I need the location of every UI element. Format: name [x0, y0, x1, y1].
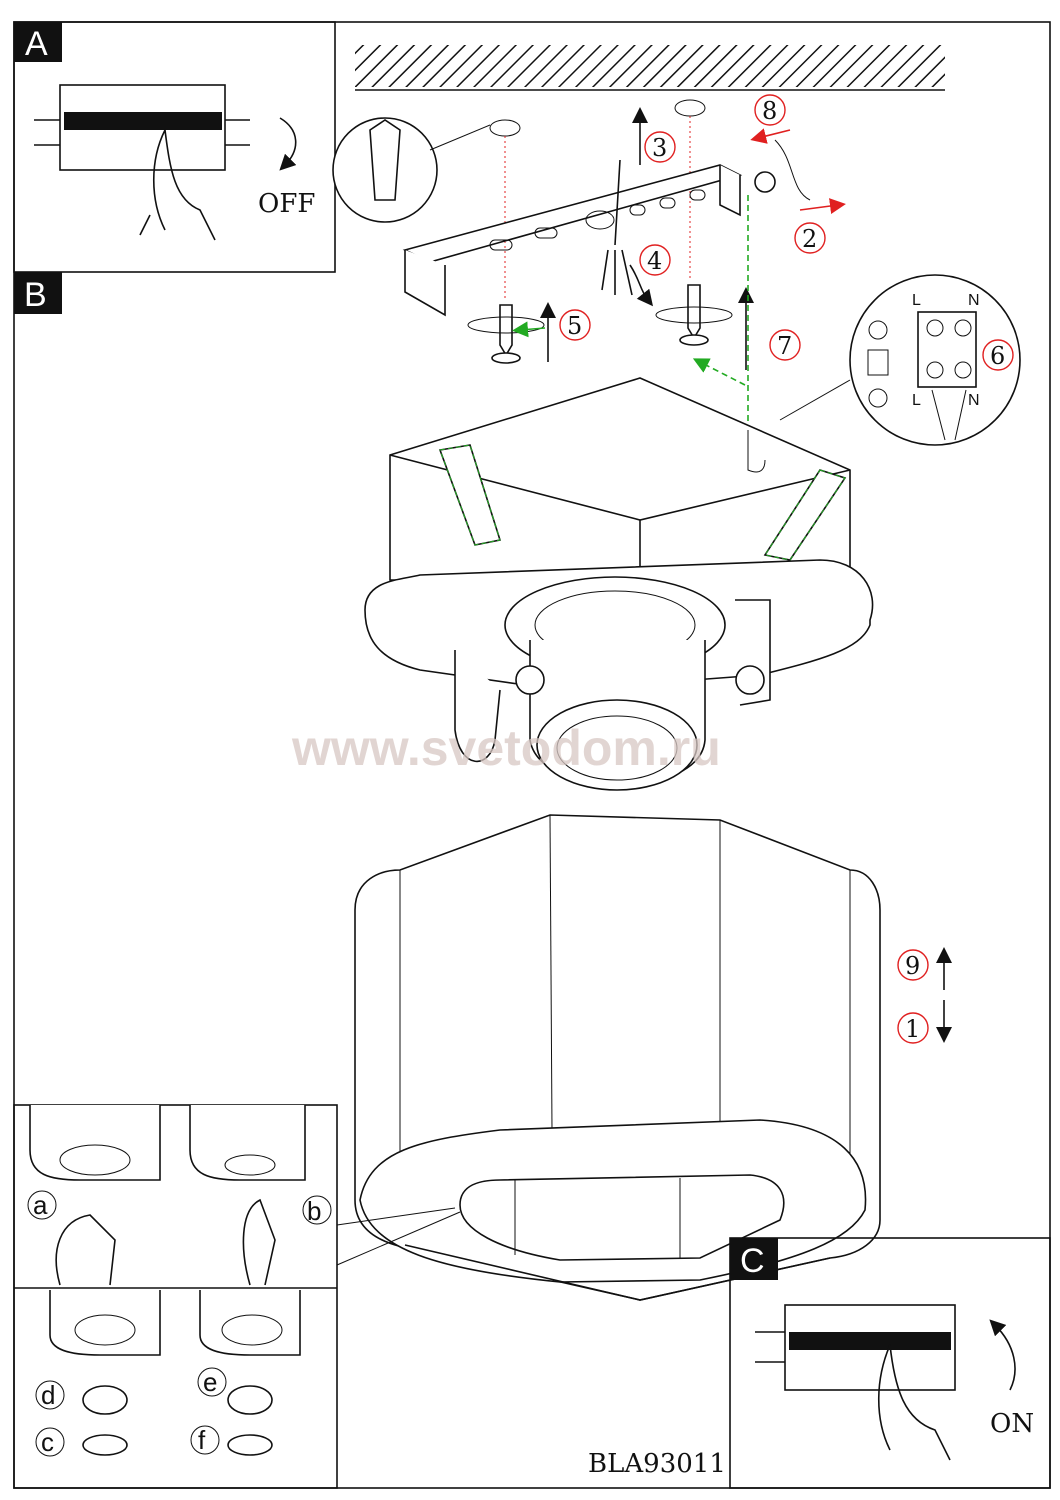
screw-left: [467, 302, 556, 364]
model-code: BLA93011: [588, 1449, 726, 1479]
lamp-shade: [336, 814, 881, 1301]
bulb-step-a: a: [33, 1190, 48, 1220]
turn-on-arrow: [989, 1319, 1016, 1391]
bulb-step-f: f: [198, 1425, 206, 1455]
step-9: 9: [905, 952, 920, 980]
step-6: 6: [990, 342, 1005, 370]
ceiling-hatch: [355, 45, 945, 87]
wall-plug-callout: [332, 99, 706, 300]
screw-icon: [754, 171, 776, 193]
mounting-bracket: [402, 164, 776, 317]
off-label: OFF: [258, 189, 315, 219]
section-b-label-box: [14, 272, 62, 314]
terminal-l-top: L: [912, 292, 921, 309]
step-numbers: 1 2 3 4 5 6 7 8 9: [559, 94, 1014, 1044]
step-8: 8: [762, 97, 777, 125]
panel-a-power-off: A OFF: [13, 21, 336, 273]
on-label: ON: [990, 1409, 1034, 1439]
panel-c-power-on: C ON: [729, 1237, 1051, 1489]
earth-icon: [868, 320, 888, 340]
circuit-breaker-icon: [755, 1304, 956, 1461]
section-b-label: B: [24, 276, 47, 314]
page-frame: [13, 21, 1051, 1489]
section-c-label: C: [740, 1242, 765, 1280]
bulb-step-b: b: [307, 1196, 321, 1226]
terminal-n-top: N: [968, 292, 980, 309]
section-a-label: A: [25, 25, 48, 63]
terminal-n-bottom: N: [968, 392, 980, 409]
mains-cable: [601, 159, 633, 296]
bulb-replacement-panel: a b c d e f: [13, 1104, 338, 1489]
section-a-label-box: [14, 22, 62, 62]
step-4: 4: [647, 247, 662, 275]
step-2: 2: [802, 225, 817, 253]
terminal-block-callout: L N L N: [779, 274, 1021, 446]
bulb-step-e: e: [203, 1367, 217, 1397]
step-1: 1: [905, 1015, 920, 1043]
watermark: www.svetodom.ru: [291, 720, 721, 776]
step-7: 7: [777, 332, 792, 360]
turn-off-arrow: [279, 117, 297, 171]
terminal-l-bottom: L: [912, 392, 921, 409]
circuit-breaker-icon: [34, 84, 250, 241]
ceiling-mount-housing: [364, 377, 874, 791]
step-5: 5: [567, 312, 582, 340]
step-3: 3: [652, 134, 667, 162]
section-c-label-box: [730, 1238, 778, 1280]
bulb-step-c: c: [41, 1427, 54, 1457]
bulb-step-d: d: [41, 1380, 55, 1410]
screw-right: [655, 284, 754, 370]
